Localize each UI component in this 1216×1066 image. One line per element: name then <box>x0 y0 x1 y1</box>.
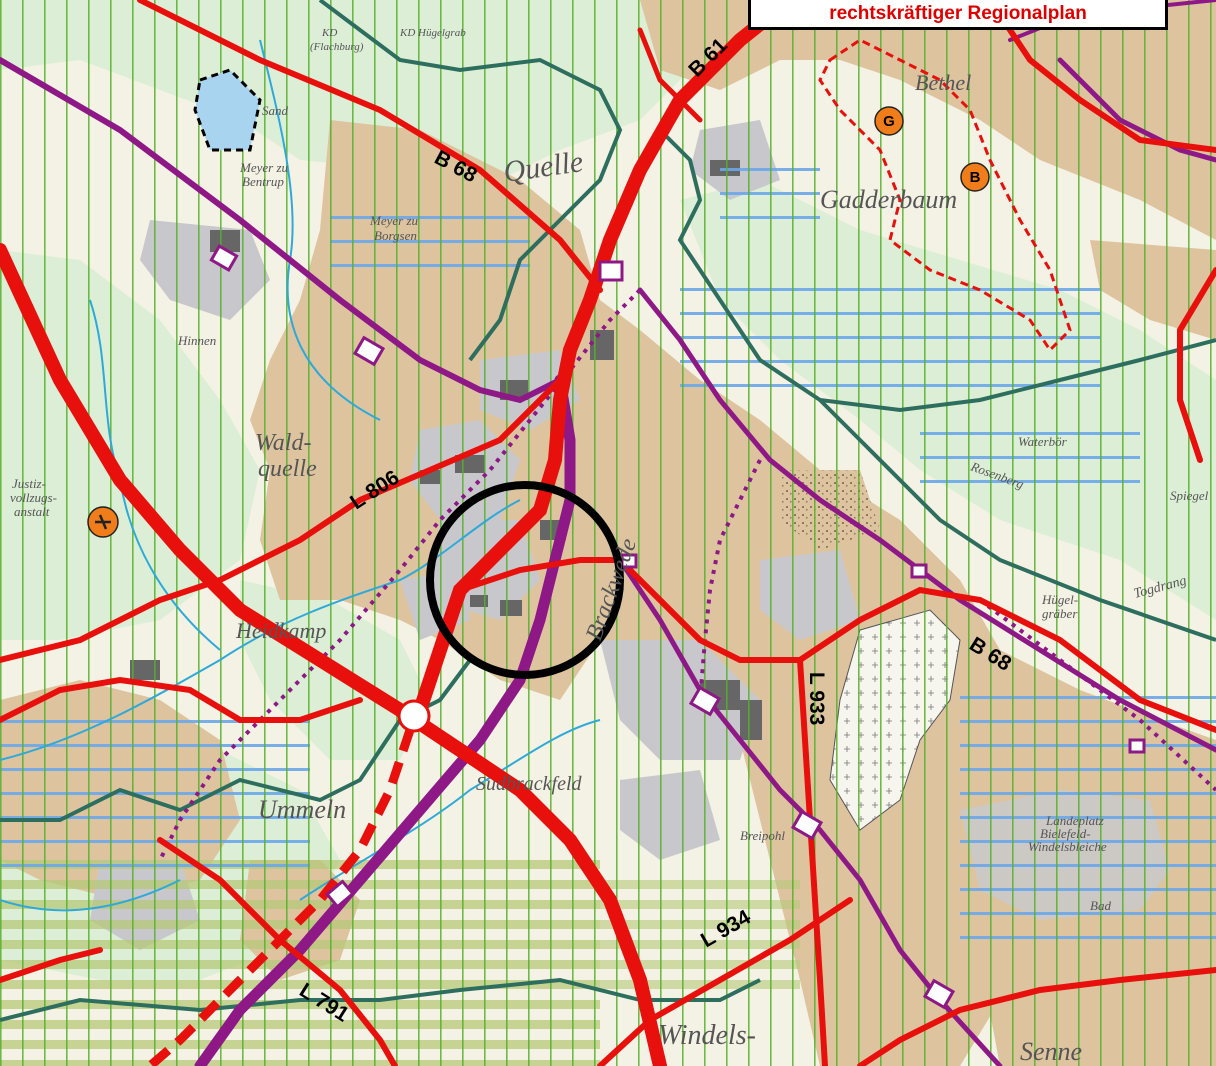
rail-stations <box>209 244 1146 1010</box>
boundaries <box>0 0 1216 1022</box>
road-l791 <box>157 837 398 1066</box>
svg-text:Ummeln: Ummeln <box>258 795 346 824</box>
svg-text:(Flachburg): (Flachburg) <box>310 41 364 53</box>
svg-text:Hinnen: Hinnen <box>177 333 216 348</box>
svg-text:Landeplatz: Landeplatz <box>1045 813 1104 828</box>
svg-text:KD: KD <box>321 27 337 39</box>
road-l933 <box>797 657 828 1066</box>
place-labels: Quelle Wald- quelle Heidkamp Ummeln Wind… <box>10 27 1209 1066</box>
svg-text:Meyer zu: Meyer zu <box>239 160 289 175</box>
svg-text:Hügel-: Hügel- <box>1041 592 1078 607</box>
svg-text:Meyer zu: Meyer zu <box>369 213 419 228</box>
red-triangle-zone <box>818 38 1072 353</box>
road-label-l933: L 933 <box>805 672 828 725</box>
svg-text:quelle: quelle <box>258 456 317 482</box>
svg-text:Gadderbaum: Gadderbaum <box>820 185 957 214</box>
road-l934 <box>597 897 853 1066</box>
focus-circle[interactable] <box>426 481 624 679</box>
svg-text:KD Hügelgrab: KD Hügelgrab <box>399 27 466 39</box>
svg-text:Spiegel: Spiegel <box>1170 488 1209 503</box>
planned-railways <box>158 288 1216 861</box>
svg-text:Bad: Bad <box>1090 898 1111 913</box>
energy-facility-icon <box>87 506 119 538</box>
road-b68-north <box>137 0 603 293</box>
svg-text:Sand: Sand <box>262 103 289 118</box>
svg-text:Bentrup: Bentrup <box>242 174 284 189</box>
road-b61 <box>413 0 797 717</box>
black-triangle-zone <box>193 68 262 152</box>
svg-text:Justiz-: Justiz- <box>12 476 46 491</box>
svg-text:anstalt: anstalt <box>14 504 50 519</box>
map-title: rechtskräftiger Regionalplan <box>748 0 1168 30</box>
roundabout <box>397 699 431 733</box>
svg-text:B: B <box>970 169 981 186</box>
svg-text:Bethel: Bethel <box>915 70 971 95</box>
svg-text:Borgsen: Borgsen <box>374 228 417 243</box>
svg-text:G: G <box>883 113 895 130</box>
svg-text:Breipohl: Breipohl <box>740 828 785 843</box>
svg-text:Bielefeld-: Bielefeld- <box>1040 826 1091 841</box>
planned-road <box>147 728 415 1066</box>
svg-text:Windelsbleiche: Windelsbleiche <box>1028 839 1107 854</box>
svg-text:Wald-: Wald- <box>255 430 311 456</box>
svg-text:Windels-: Windels- <box>658 1020 756 1051</box>
svg-text:Senne: Senne <box>1020 1037 1082 1066</box>
road-l806 <box>0 377 563 663</box>
svg-text:gräber: gräber <box>1042 606 1078 621</box>
svg-text:Heidkamp: Heidkamp <box>235 618 326 643</box>
svg-text:Waterbör: Waterbör <box>1018 434 1068 449</box>
symbol-g: G <box>874 106 904 136</box>
svg-text:vollzugs-: vollzugs- <box>10 490 57 505</box>
svg-text:Sudbrackfeld: Sudbrackfeld <box>476 773 583 795</box>
symbol-b: B <box>960 162 990 192</box>
